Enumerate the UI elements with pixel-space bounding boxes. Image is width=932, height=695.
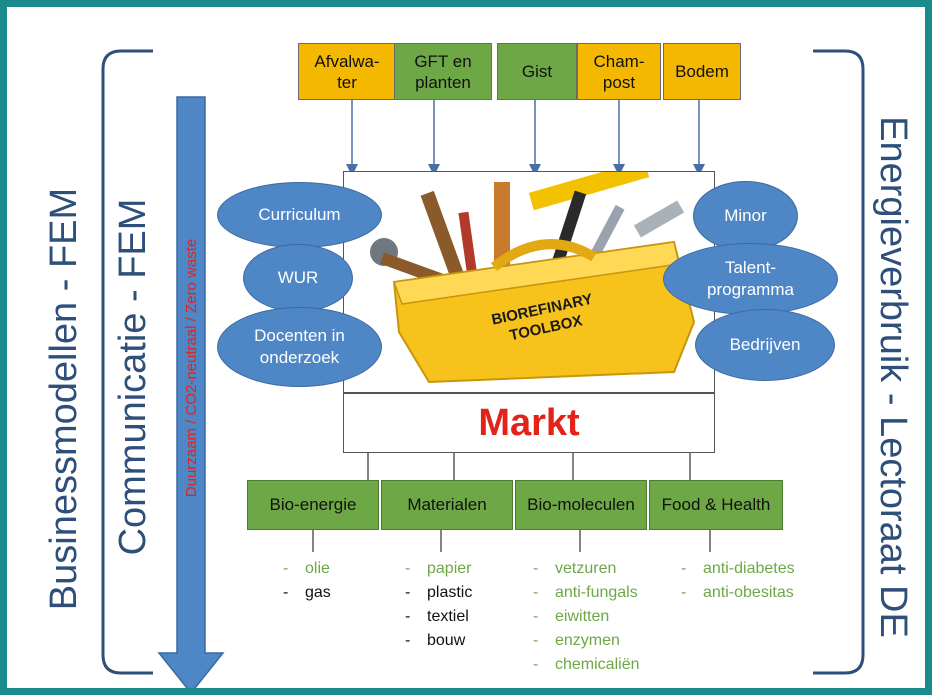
ellipse-minor: Minor — [693, 181, 798, 251]
ellipse-curriculum: Curriculum — [217, 182, 382, 248]
list-item: -chemicaliën — [533, 656, 640, 673]
toolbox-frame: BIOREFINARY TOOLBOX — [343, 171, 715, 393]
left-bracket — [101, 49, 153, 675]
source-champost: Cham- post — [577, 43, 661, 100]
source-gist: Gist — [497, 43, 577, 100]
list-materialen: -papier -plastic -textiel -bouw — [405, 557, 472, 653]
list-item: -anti-obesitas — [681, 584, 794, 601]
category-materialen: Materialen — [381, 480, 513, 530]
list-item: -bouw — [405, 632, 466, 649]
ellipse-bedrijven: Bedrijven — [695, 309, 835, 381]
market-label: Markt — [478, 401, 580, 444]
list-item: -olie — [283, 560, 330, 577]
list-item: -textiel — [405, 608, 469, 625]
category-food-health: Food & Health — [649, 480, 783, 530]
list-food-health: -anti-diabetes -anti-obesitas — [681, 557, 795, 605]
ellipse-talentprogramma: Talent- programma — [663, 243, 838, 315]
toolbox-image — [370, 172, 696, 384]
source-gft-planten: GFT en planten — [394, 43, 492, 100]
list-item: -anti-fungals — [533, 584, 638, 601]
list-bio-energie: -olie -gas — [283, 557, 331, 605]
market-box: Markt — [343, 393, 715, 453]
list-item: -plastic — [405, 584, 473, 601]
category-bio-energie: Bio-energie — [247, 480, 379, 530]
source-bodem: Bodem — [663, 43, 741, 100]
category-bio-moleculen: Bio-moleculen — [515, 480, 647, 530]
ellipse-docenten: Docenten in onderzoek — [217, 307, 382, 387]
list-item: -vetzuren — [533, 560, 617, 577]
ellipse-wur: WUR — [243, 244, 353, 312]
list-bio-moleculen: -vetzuren -anti-fungals -eiwitten -enzym… — [533, 557, 639, 677]
source-afvalwater: Afvalwa- ter — [298, 43, 396, 100]
right-bracket — [813, 49, 865, 675]
list-item: -anti-diabetes — [681, 560, 795, 577]
list-item: -enzymen — [533, 632, 620, 649]
sustainability-arrow — [157, 96, 225, 688]
list-item: -gas — [283, 584, 331, 601]
list-item: -eiwitten — [533, 608, 610, 625]
source-connectors — [312, 100, 711, 552]
list-item: -papier — [405, 560, 472, 577]
